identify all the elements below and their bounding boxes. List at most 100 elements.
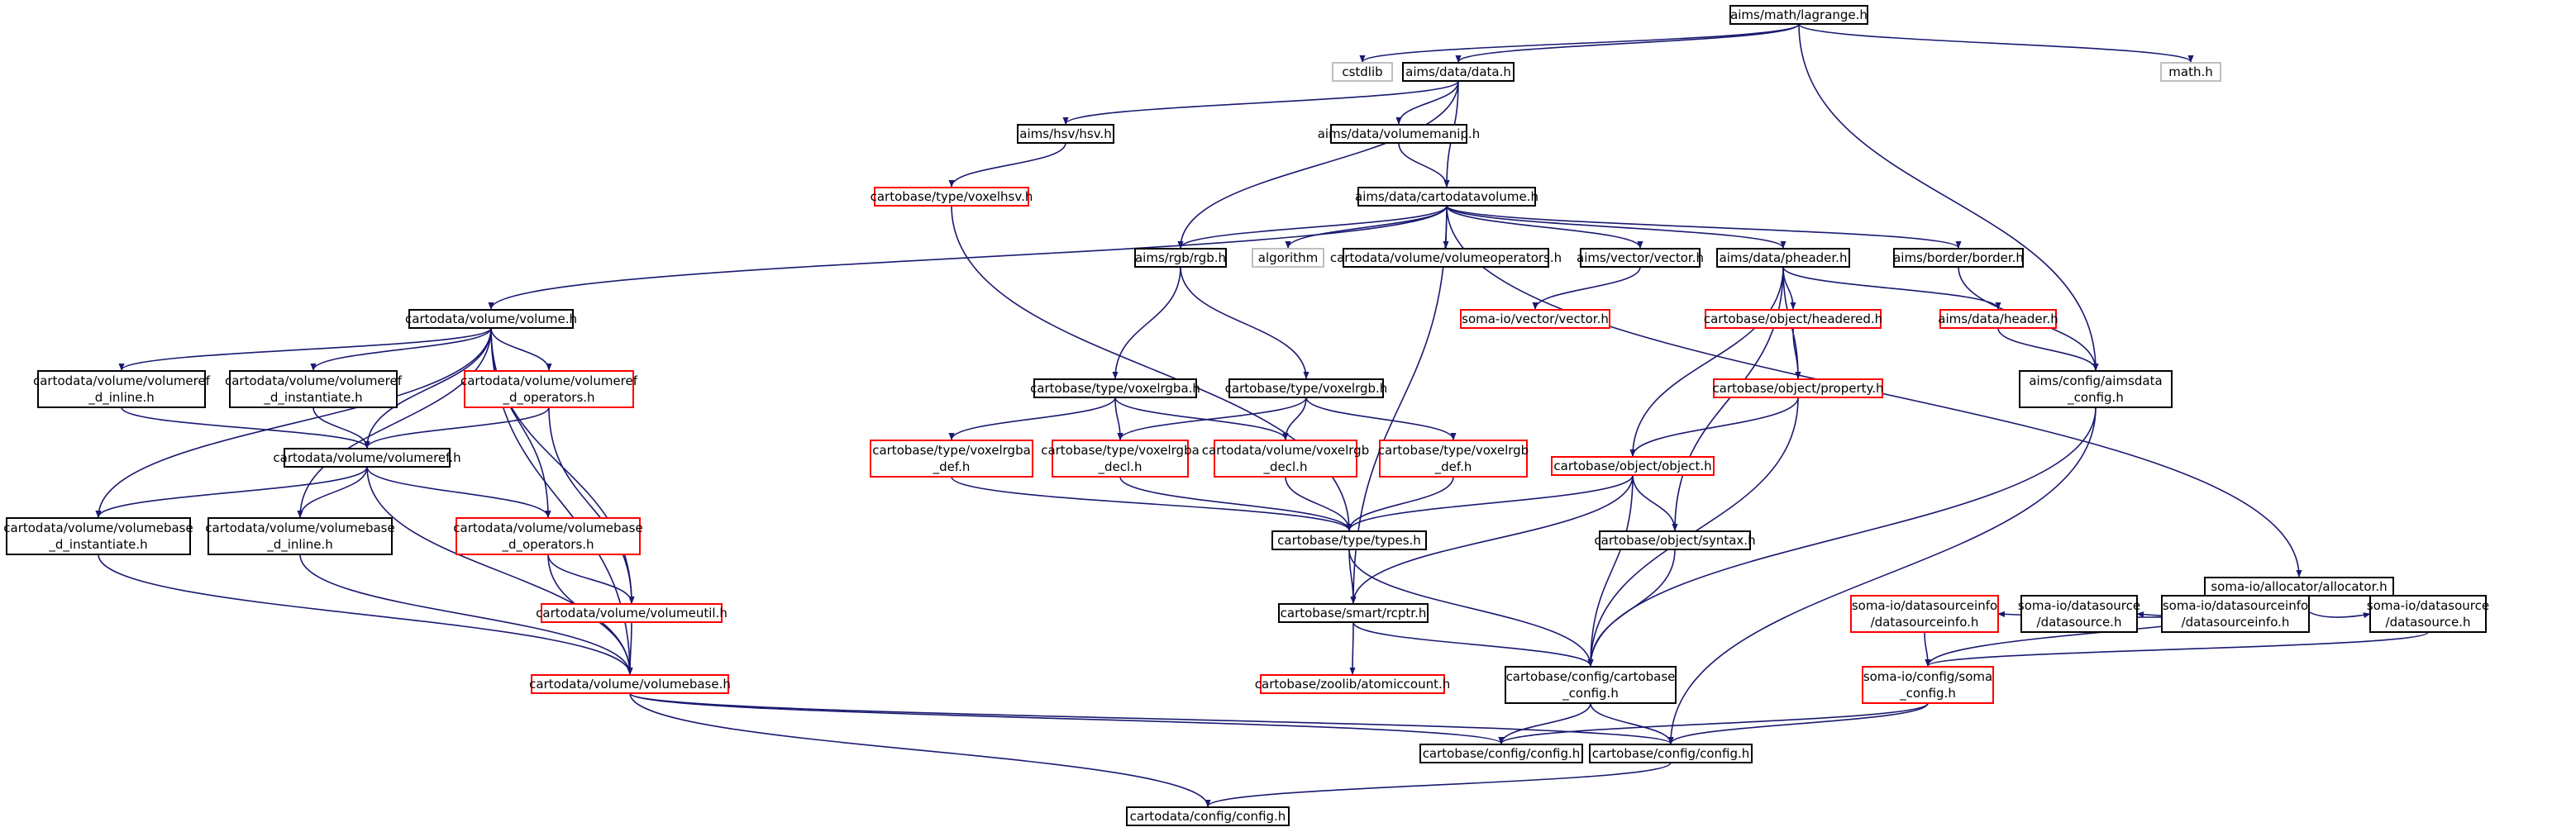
node-cartobase-type-voxelrgba-def-h[interactable]: cartobase/type/voxelrgba_def.h — [870, 440, 1033, 478]
node-cartobase-type-voxelrgb-h[interactable]: cartobase/type/voxelrgb.h — [1225, 378, 1388, 398]
node-label: aims/math/lagrange.h — [1730, 7, 1868, 22]
node-aims-vector-vector-h[interactable]: aims/vector/vector.h — [1577, 248, 1704, 268]
node-box — [1017, 124, 1114, 144]
node-cartodata-volume-volumeutil-h[interactable]: cartodata/volume/volumeutil.h — [536, 603, 727, 623]
node-box — [1850, 595, 1999, 633]
node-soma-io-vector-vector-h[interactable]: soma-io/vector/vector.h — [1460, 309, 1610, 329]
node-cartodata-volume-volumeoperators-h[interactable]: cartodata/volume/volumeoperators.h — [1330, 248, 1562, 268]
node-cartobase-config-config-h[interactable]: cartobase/config/config.h — [1419, 744, 1583, 763]
node-box — [2369, 595, 2487, 633]
node-box — [1460, 309, 1610, 329]
node-cartobase-type-types-h[interactable]: cartobase/type/types.h — [1271, 530, 1427, 550]
node-aims-data-data-h[interactable]: aims/data/data.h — [1402, 62, 1515, 82]
node-aims-data-pheader-h[interactable]: aims/data/pheader.h — [1716, 248, 1850, 268]
edge-cdv-to-rgb — [1177, 205, 1448, 249]
node-cstdlib[interactable]: cstdlib — [1332, 62, 1393, 82]
node-cartodata-volume-volumebase-d-operators-h[interactable]: cartodata/volume/volumebase_d_operators.… — [453, 517, 643, 555]
node-box — [1379, 440, 1528, 478]
node-label: cartodata/volume/volumeref — [460, 373, 638, 388]
node-label: aims/rgb/rgb.h — [1135, 250, 1226, 265]
node-label: cartodata/volume/volumeref — [33, 373, 211, 388]
edge-volbase-to-cdcfg — [629, 692, 1211, 807]
node-aims-data-header-h[interactable]: aims/data/header.h — [1938, 309, 2058, 329]
node-aims-data-volumemanip-h[interactable]: aims/data/volumemanip.h — [1318, 124, 1481, 144]
node-soma-io-allocator-allocator-h[interactable]: soma-io/allocator/allocator.h — [2204, 577, 2394, 597]
edge-cdv-to-volume — [488, 205, 1448, 310]
node-box — [37, 370, 206, 408]
edge-vref-to-vbops — [366, 466, 551, 518]
node-cartodata-volume-volumeref-d-instantiate-h[interactable]: cartodata/volume/volumeref_d_instantiate… — [225, 370, 403, 408]
node-cartodata-volume-voxelrgb-decl-h[interactable]: cartodata/volume/voxelrgb_decl.h — [1202, 440, 1369, 478]
node-label: _d_operators.h — [502, 390, 594, 406]
node-box — [1729, 5, 1868, 25]
edge-vbinst-to-volbase — [98, 554, 633, 675]
node-cartobase-object-property-h[interactable]: cartobase/object/property.h — [1712, 378, 1884, 398]
node-cartobase-config-config-h[interactable]: cartobase/config/config.h — [1589, 744, 1753, 763]
node-algorithm[interactable]: algorithm — [1252, 248, 1324, 268]
node-box — [1551, 456, 1715, 476]
node-aims-config-aimsdata-config-h[interactable]: aims/config/aimsdata_config.h — [2019, 370, 2173, 408]
node-aims-hsv-hsv-h[interactable]: aims/hsv/hsv.h — [1017, 124, 1114, 144]
node-cartobase-object-object-h[interactable]: cartobase/object/object.h — [1551, 456, 1715, 476]
node-cartobase-object-syntax-h[interactable]: cartobase/object/syntax.h — [1594, 530, 1756, 550]
edge-property-to-object — [1629, 397, 1799, 457]
node-label: cartobase/type/voxelrgba — [872, 443, 1031, 458]
node-soma-io-datasource-datasource-h[interactable]: soma-io/datasource/datasource.h — [2367, 595, 2489, 633]
node-box — [1713, 378, 1883, 398]
node-cartodata-volume-volume-h[interactable]: cartodata/volume/volume.h — [405, 309, 577, 329]
node-box — [1252, 248, 1324, 268]
edge-vbinl-to-volbase — [299, 554, 633, 675]
node-label: cartodata/volume/volumeutil.h — [536, 606, 727, 620]
node-cartodata-volume-volumeref-h[interactable]: cartodata/volume/volumeref.h — [273, 448, 461, 468]
node-math-h[interactable]: math.h — [2160, 62, 2221, 82]
node-cartobase-type-voxelhsv-h[interactable]: cartobase/type/voxelhsv.h — [871, 187, 1033, 207]
node-label: cartobase/zoolib/atomiccount.h — [1255, 677, 1450, 692]
edge-rgb-to-vrgb — [1180, 266, 1309, 379]
node-label: _config.h — [1562, 686, 1619, 701]
node-cartobase-config-cartobase-config-h[interactable]: cartobase/config/cartobase_config.h — [1505, 666, 1677, 704]
node-box — [870, 440, 1033, 478]
node-aims-data-cartodatavolume-h[interactable]: aims/data/cartodatavolume.h — [1355, 187, 1538, 207]
edge-cbcfg-to-cfgB — [1590, 702, 1674, 744]
node-box — [1716, 248, 1850, 268]
node-cartobase-type-voxelrgba-decl-h[interactable]: cartobase/type/voxelrgba_decl.h — [1041, 440, 1200, 478]
edge-root-to-math — [1798, 23, 2194, 63]
node-box — [1589, 744, 1753, 763]
node-cartodata-volume-volumeref-d-inline-h[interactable]: cartodata/volume/volumeref_d_inline.h — [33, 370, 211, 408]
node-label: aims/data/cartodatavolume.h — [1355, 189, 1538, 204]
node-cartodata-config-config-h[interactable]: cartodata/config/config.h — [1126, 806, 1290, 826]
node-cartobase-type-voxelrgba-h[interactable]: cartobase/type/voxelrgba.h — [1030, 378, 1200, 398]
node-aims-rgb-rgb-h[interactable]: aims/rgb/rgb.h — [1134, 248, 1227, 268]
node-cartobase-zoolib-atomiccount-h[interactable]: cartobase/zoolib/atomiccount.h — [1255, 674, 1450, 694]
node-box — [464, 370, 634, 408]
node-label: cartobase/type/types.h — [1277, 533, 1421, 548]
node-label: soma-io/datasourceinfo — [2163, 598, 2308, 613]
node-cartodata-volume-volumeref-d-operators-h[interactable]: cartodata/volume/volumeref _d_operators.h — [460, 370, 638, 408]
edge-vrefops-to-vref — [364, 406, 550, 449]
node-cartobase-type-voxelrgb-def-h[interactable]: cartobase/type/voxelrgb_def.h — [1378, 440, 1529, 478]
edge-rcptr-to-cbcfg — [1352, 621, 1594, 667]
node-label: cartobase/object/object.h — [1553, 459, 1711, 473]
node-label: cartodata/volume/volumebase — [205, 521, 394, 535]
node-cartobase-object-headered-h[interactable]: cartobase/object/headered.h — [1704, 309, 1882, 329]
node-label: /datasourceinfo.h — [1871, 615, 1979, 630]
node-aims-border-border-h[interactable]: aims/border/border.h — [1893, 248, 2024, 268]
node-label: soma-io/datasource — [2018, 598, 2140, 613]
node-cartodata-volume-volumebase-d-instantiate-h[interactable]: cartodata/volume/volumebase_d_instantiat… — [3, 517, 193, 555]
node-soma-io-datasourceinfo-datasourceinfo-h[interactable]: soma-io/datasourceinfo/datasourceinfo.h — [2161, 595, 2310, 633]
node-box — [1599, 530, 1751, 550]
node-soma-io-config-soma-config-h[interactable]: soma-io/config/soma_config.h — [1862, 666, 1994, 704]
edge-root-to-data — [1455, 23, 1800, 63]
node-soma-io-datasource-datasource-h[interactable]: soma-io/datasource/datasource.h — [2018, 595, 2140, 633]
node-cartodata-volume-volumebase-h[interactable]: cartodata/volume/volumebase.h — [529, 674, 731, 694]
node-box — [1033, 378, 1197, 398]
edge-volmanip-to-cdv — [1398, 142, 1450, 188]
node-label: _d_instantiate.h — [48, 537, 147, 553]
edge-object-to-rcptr — [1350, 474, 1634, 604]
edge-rcptr-to-atomic — [1349, 621, 1356, 675]
node-cartobase-smart-rcptr-h[interactable]: cartobase/smart/rcptr.h — [1278, 603, 1429, 623]
node-soma-io-datasourceinfo-datasourceinfo-h[interactable]: soma-io/datasourceinfo/datasourceinfo.h — [1850, 595, 1999, 633]
node-cartodata-volume-volumebase-d-inline-h[interactable]: cartodata/volume/volumebase_d_inline.h — [205, 517, 395, 555]
edge-volbase-to-cfgB — [629, 692, 1674, 744]
node-aims-math-lagrange-h[interactable]: aims/math/lagrange.h — [1729, 5, 1868, 25]
